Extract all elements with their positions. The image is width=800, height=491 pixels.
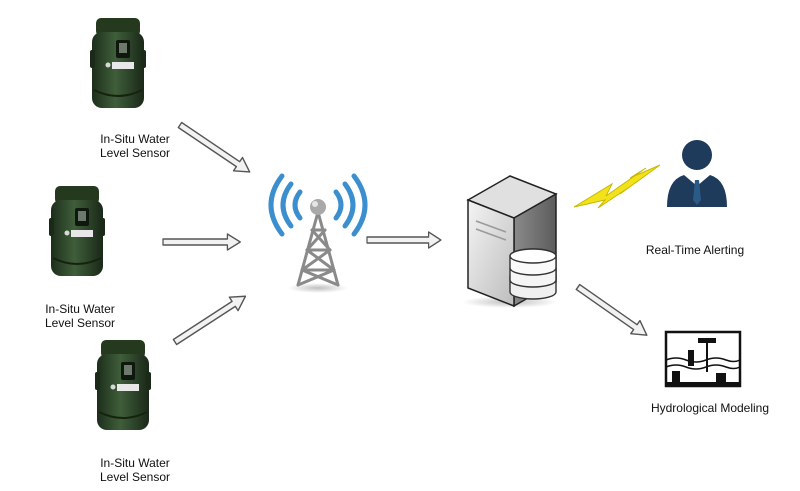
hydrological-modeling-label: Hydrological Modeling [650, 401, 770, 415]
radio-tower-icon [268, 173, 368, 293]
sensor-label-line-2: Level Sensor [99, 470, 171, 484]
sensor-label-line-1: In-Situ Water [100, 132, 170, 146]
water-level-sensor-icon [94, 339, 152, 431]
sensor-label: In-Situ Water Level Sensor [15, 302, 145, 330]
sensor-label: In-Situ Water Level Sensor [70, 132, 200, 160]
arrow-icon [366, 231, 442, 249]
database-server-icon [462, 175, 558, 308]
water-level-sensor-icon [48, 185, 106, 277]
arrow-icon [572, 279, 653, 343]
person-icon [667, 140, 727, 207]
arrow-icon [162, 233, 241, 251]
hydrological-station-icon [664, 330, 742, 388]
sensor-label: In-Situ Water Level Sensor [70, 456, 200, 484]
arrow-icon [169, 288, 251, 350]
sensor-label-line-1: In-Situ Water [100, 456, 170, 470]
sensor-label-line-2: Level Sensor [44, 316, 116, 330]
lightning-bolt-icon [573, 164, 661, 209]
sensor-label-line-2: Level Sensor [99, 146, 171, 160]
water-level-sensor-icon [89, 17, 147, 109]
sensor-label-line-1: In-Situ Water [45, 302, 115, 316]
real-time-alerting-label: Real-Time Alerting [645, 243, 745, 257]
